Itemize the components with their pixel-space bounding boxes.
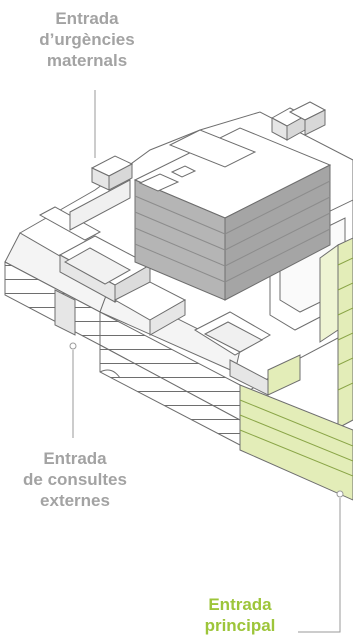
tower-block — [133, 127, 332, 301]
label-line: Entrada — [43, 449, 107, 468]
label-entrada-urgencies-maternals: Entrada d’urgències maternals — [12, 8, 162, 71]
label-line: Entrada — [55, 9, 119, 28]
label-entrada-principal: Entrada principal — [188, 594, 292, 636]
rooftop-boxes — [90, 101, 327, 191]
label-line: d’urgències — [39, 30, 135, 49]
left-wing — [4, 206, 272, 446]
label-line: externes — [40, 491, 110, 510]
leader-lines — [69, 90, 344, 633]
label-line: de consultes — [23, 470, 127, 489]
main-entrance-block — [239, 237, 353, 501]
label-entrada-consultes-externes: Entrada de consultes externes — [0, 448, 150, 511]
label-line: Entrada — [208, 595, 272, 614]
label-line: maternals — [46, 51, 128, 70]
label-line: principal — [204, 616, 276, 635]
